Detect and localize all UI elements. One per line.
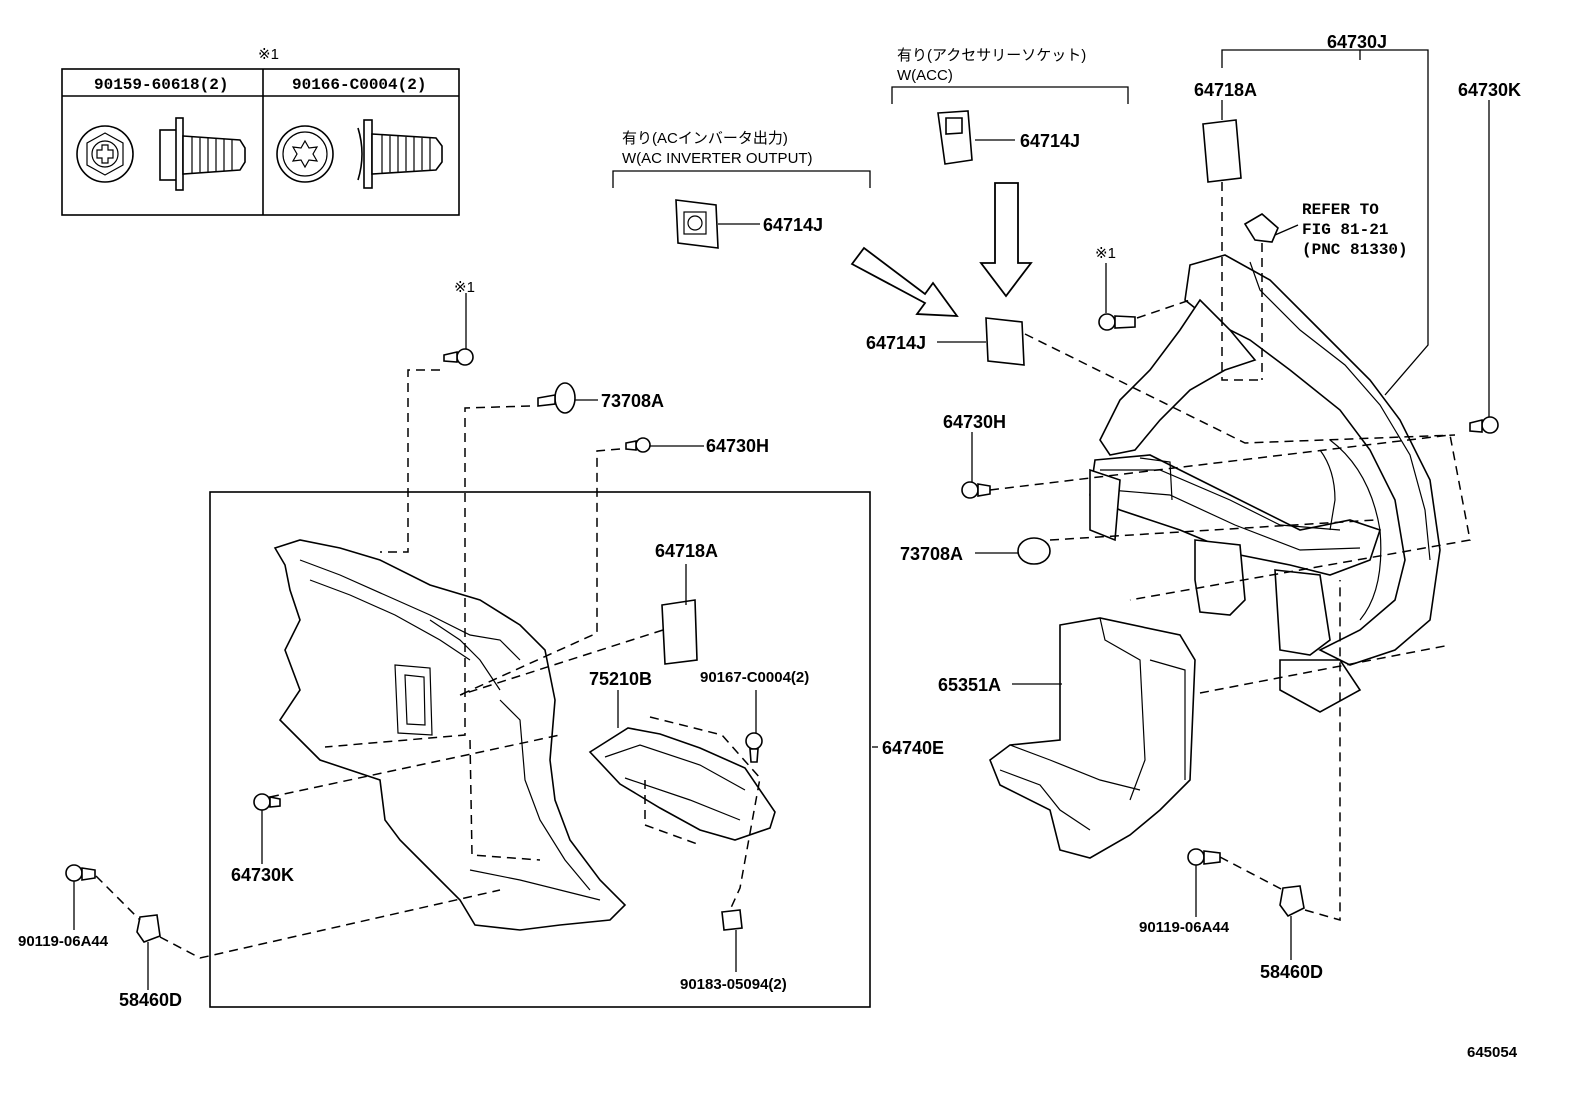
acc-socket-note-en: W(ACC) [897, 67, 953, 84]
screw-90167-icon [745, 732, 763, 763]
refer-note-line3: (PNC 81330) [1302, 241, 1408, 259]
label-64730k-right: 64730K [1458, 80, 1521, 100]
assembly-frame-64740e [209, 491, 871, 1008]
ac-inverter-note-en: W(AC INVERTER OUTPUT) [622, 150, 813, 167]
label-73708a-right: 73708A [900, 544, 963, 564]
label-75210b: 75210B [589, 669, 652, 689]
clip-58460d-left-icon [136, 914, 161, 943]
label-64730h-left: 64730H [706, 436, 769, 456]
label-64740e: 64740E [882, 738, 944, 758]
clip-64730h-right-icon [961, 481, 991, 499]
bolt-flange-side-view-icon [357, 119, 443, 189]
bolt-torx-head-icon [276, 125, 334, 183]
duct-65351a [989, 617, 1196, 859]
acc-socket-note-jp: 有り(アクセサリーソケット) [897, 47, 1086, 64]
socket-cover-acc [937, 110, 973, 165]
label-90119-right: 90119-06A44 [1139, 919, 1230, 936]
assembly-dashed-lines [95, 182, 1471, 959]
tray-75210b [588, 727, 776, 841]
figure-id: 645054 [1467, 1044, 1518, 1061]
clip-58460d-right-icon [1279, 885, 1305, 918]
grommet-73708a-right-icon [1017, 537, 1051, 565]
label-mark1-right: ※1 [1095, 245, 1116, 262]
label-64730h-right: 64730H [943, 412, 1006, 432]
acc-socket-note: 有り(アクセサリーソケット) W(ACC) [891, 47, 1129, 104]
bolt-side-view-icon [159, 117, 246, 191]
bolt-90119-left-icon [65, 864, 96, 882]
clip-64730k-left-icon [253, 793, 281, 811]
table-col2-header: 90166-C0004(2) [292, 76, 426, 94]
label-64714j-inverter: 64714J [763, 215, 823, 235]
fastener-table: ※1 90159-60618(2) 90166-C0004(2) [61, 46, 460, 216]
refer-note-line2: FIG 81-21 [1302, 221, 1388, 239]
clip-81330-icon [1243, 213, 1279, 243]
left-trim-panel [273, 539, 627, 931]
table-mark: ※1 [258, 46, 279, 63]
label-64730j: 64730J [1327, 32, 1387, 52]
refer-note-line1: REFER TO [1302, 201, 1379, 219]
label-90167: 90167-C0004(2) [700, 669, 809, 686]
label-90119-left: 90119-06A44 [18, 933, 109, 950]
clip-64730h-left-icon [625, 437, 651, 453]
label-58460d-left: 58460D [119, 990, 182, 1010]
label-90183: 90183-05094(2) [680, 976, 787, 993]
label-mark1-left: ※1 [454, 279, 475, 296]
panel-64718a-top [1202, 119, 1242, 183]
label-64718a-left: 64718A [655, 541, 718, 561]
socket-cover-mid [985, 317, 1025, 366]
grommet-73708a-left-icon [537, 382, 576, 414]
screw-mark1-left-icon [443, 348, 474, 366]
leader-lines [73, 49, 1490, 990]
screw-mark1-right-icon [1098, 313, 1136, 331]
part-labels: 64730J 64718A 64730K 64714J 64714J 64714… [18, 32, 1521, 1061]
refer-to-note: REFER TO FIG 81-21 (PNC 81330) [1274, 201, 1408, 259]
clip-64730k-right-icon [1469, 416, 1499, 434]
bolt-phillips-head-icon [76, 125, 134, 183]
ac-inverter-note: 有り(ACインバータ出力) W(AC INVERTER OUTPUT) [612, 130, 871, 188]
right-trim-panel [1089, 254, 1441, 713]
label-58460d-right: 58460D [1260, 962, 1323, 982]
table-col1-header: 90159-60618(2) [94, 76, 228, 94]
clip-90183-icon [721, 909, 743, 931]
socket-cover-inverter [675, 199, 719, 249]
label-64714j-acc: 64714J [1020, 131, 1080, 151]
label-64730k-left: 64730K [231, 865, 294, 885]
down-arrow-icon [979, 182, 1033, 298]
ac-inverter-note-jp: 有り(ACインバータ出力) [622, 130, 788, 147]
panel-64718a-left [661, 599, 698, 665]
diagonal-arrow-icon [850, 246, 959, 317]
label-65351a: 65351A [938, 675, 1001, 695]
label-64714j-mid: 64714J [866, 333, 926, 353]
label-64718a-top: 64718A [1194, 80, 1257, 100]
label-73708a-left: 73708A [601, 391, 664, 411]
bolt-90119-right-icon [1187, 848, 1221, 866]
